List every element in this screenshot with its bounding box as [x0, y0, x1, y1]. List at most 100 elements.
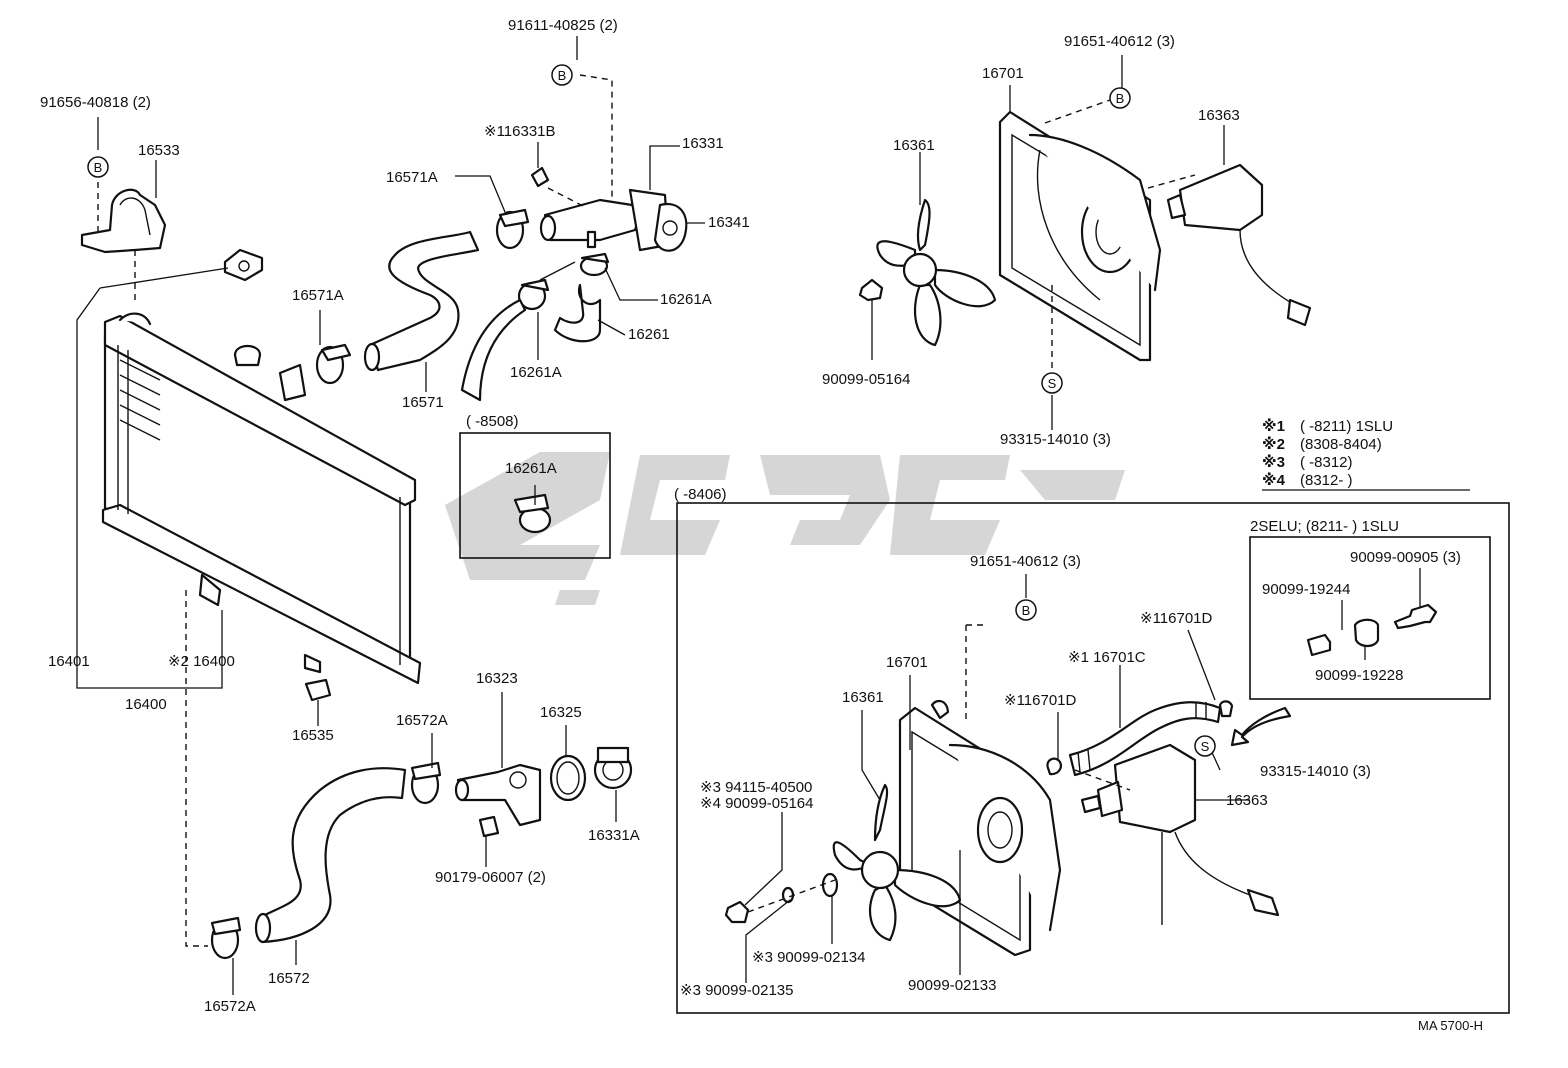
radiator-bracket	[80, 188, 167, 254]
plug-small	[530, 166, 550, 188]
label-box3-header: 2SELU; (8211- ) 1SLU	[1250, 518, 1399, 535]
label-16533: 16533	[138, 142, 180, 159]
svg-text:S: S	[1201, 739, 1210, 754]
label-90099-19228: 90099-19228	[1315, 667, 1403, 684]
label-90099-05164-mid: ※4 90099-05164	[700, 795, 814, 812]
label-16401: 16401	[48, 653, 90, 670]
label-16363-mid: 16363	[1226, 792, 1268, 809]
hose-clamp-lower-radiator	[210, 916, 242, 960]
arrow-icon-lower	[1230, 706, 1292, 747]
label-93315-14010-top: 93315-14010 (3)	[1000, 431, 1111, 448]
svg-text:B: B	[1116, 91, 1125, 106]
label-16701d-right: ※116701D	[1140, 610, 1213, 627]
svg-text:B: B	[94, 160, 103, 175]
thermostat	[593, 746, 633, 790]
fan-shroud-top	[998, 110, 1162, 362]
water-outlet	[539, 188, 670, 252]
label-90099-05164-top: 90099-05164	[822, 371, 910, 388]
label-91611-40825: 91611-40825 (2)	[508, 17, 618, 34]
watermark-logo	[445, 452, 1125, 605]
label-91651-40612-top: 91651-40612 (3)	[1064, 33, 1175, 50]
radiator	[101, 312, 422, 685]
label-16331b: ※116331B	[484, 123, 556, 140]
drain-cock	[304, 678, 332, 702]
label-91656-40818: 91656-40818 (2)	[40, 94, 151, 111]
label-90099-02135: ※3 90099-02135	[680, 982, 794, 999]
label-16535: 16535	[292, 727, 334, 744]
legend-key-2: ※2	[1262, 435, 1285, 453]
box-8406	[676, 502, 1510, 1014]
outlet-gasket	[653, 202, 688, 252]
inset-box-8508	[459, 432, 611, 559]
inlet-stud	[478, 815, 500, 838]
radiator-cap	[223, 248, 264, 282]
legend-text-2: (8308-8404)	[1300, 436, 1382, 453]
label-90099-02134: ※3 90099-02134	[752, 949, 866, 966]
arrow-icon	[460, 298, 527, 402]
label-16572a-bottom: 16572A	[204, 998, 256, 1015]
label-16701c: ※1 16701C	[1068, 649, 1146, 666]
label-16572: 16572	[268, 970, 310, 987]
fan-nut-mid	[724, 900, 750, 924]
hose-clamp-bypass-upper	[579, 252, 610, 277]
label-16400-star2: ※2 16400	[168, 653, 235, 670]
svg-text:S: S	[1048, 376, 1057, 391]
fan-blade-icon	[876, 198, 997, 347]
label-16323: 16323	[476, 670, 518, 687]
fan-shroud-mid	[898, 699, 1062, 957]
label-93315-14010-mid: 93315-14010 (3)	[1260, 763, 1371, 780]
marker-s-mid: S	[1194, 735, 1216, 757]
marker-b-mid: B	[1015, 599, 1037, 621]
label-16571a-mid: 16571A	[292, 287, 344, 304]
label-90179-06007: 90179-06007 (2)	[435, 869, 546, 886]
label-94115-40500: ※3 94115-40500	[700, 779, 812, 796]
hose-clamp-upper-radiator	[315, 343, 352, 385]
legend-key-1: ※1	[1262, 417, 1285, 435]
water-inlet	[454, 763, 542, 827]
label-16571: 16571	[402, 394, 444, 411]
label-16341: 16341	[708, 214, 750, 231]
hose-clamp-bypass-lower	[517, 278, 550, 311]
label-ma-5700-h: MA 5700-H	[1418, 1018, 1483, 1033]
label-16701-mid: 16701	[886, 654, 928, 671]
wire-harness-mid	[1046, 700, 1234, 777]
label-inset-16261a: 16261A	[505, 460, 557, 477]
legend: ※1 ( -8211) 1SLU ※2 (8308-8404) ※3 ( -83…	[1262, 417, 1393, 489]
lower-hose	[254, 767, 407, 944]
label-16701-top: 16701	[982, 65, 1024, 82]
legend-text-1: ( -8211) 1SLU	[1300, 418, 1393, 435]
svg-text:B: B	[558, 68, 567, 83]
marker-b-left: B	[87, 156, 109, 178]
label-16701d-left: ※116701D	[1004, 692, 1077, 709]
label-16363-top: 16363	[1198, 107, 1240, 124]
label-16361-mid: 16361	[842, 689, 884, 706]
label-inset-range: ( -8508)	[466, 413, 519, 430]
label-16361-top: 16361	[893, 137, 935, 154]
label-90099-19244: 90099-19244	[1262, 581, 1350, 598]
marker-b-top-right: B	[1109, 87, 1131, 109]
label-16571a-top: 16571A	[386, 169, 438, 186]
legend-text-3: ( -8312)	[1300, 454, 1353, 471]
upper-hose	[363, 230, 480, 372]
fan-nut-top	[858, 278, 884, 302]
label-16325: 16325	[540, 704, 582, 721]
fan-blade-mid-icon	[832, 783, 962, 942]
washer-small	[781, 872, 839, 904]
label-16261: 16261	[628, 326, 670, 343]
label-16261a-right: 16261A	[660, 291, 712, 308]
legend-key-3: ※3	[1262, 453, 1285, 471]
bypass-hose	[553, 283, 602, 343]
svg-text:B: B	[1022, 603, 1031, 618]
legend-text-4: (8312- )	[1300, 472, 1353, 489]
inlet-gasket	[549, 754, 587, 802]
marker-b-outlet: B	[551, 64, 573, 86]
label-90099-00905: 90099-00905 (3)	[1350, 549, 1461, 566]
label-box2-range: ( -8406)	[674, 486, 727, 503]
label-16572a-top: 16572A	[396, 712, 448, 729]
box-2selu	[1249, 536, 1491, 700]
fan-motor-mid	[1080, 743, 1280, 925]
label-90099-02133: 90099-02133	[908, 977, 996, 994]
legend-key-4: ※4	[1262, 471, 1286, 489]
marker-s-top-right: S	[1041, 372, 1063, 394]
